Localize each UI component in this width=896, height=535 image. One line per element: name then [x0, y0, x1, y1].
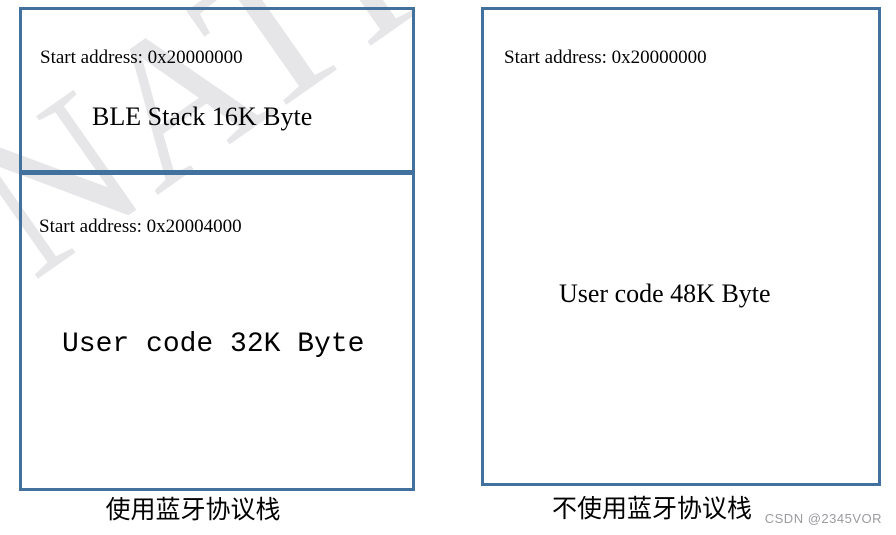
user-code-48k-start-address: Start address: 0x20000000 — [504, 47, 707, 68]
csdn-author-watermark: CSDN @2345VOR — [764, 511, 882, 526]
ble-stack-section — [22, 10, 412, 175]
with-ble-stack-box — [19, 7, 415, 491]
caption-without-ble-stack: 不使用蓝牙协议栈 — [551, 496, 752, 523]
ble-stack-size-label: BLE Stack 16K Byte — [92, 102, 313, 131]
user-code-32k-size-label: User code 32K Byte — [62, 329, 365, 360]
caption-with-ble-stack: 使用蓝牙协议栈 — [105, 497, 281, 524]
without-ble-stack-box — [481, 7, 881, 486]
user-code-32k-start-address: Start address: 0x20004000 — [39, 216, 242, 237]
user-code-48k-size-label: User code 48K Byte — [559, 279, 771, 308]
ble-section-start-address: Start address: 0x20000000 — [40, 47, 243, 68]
